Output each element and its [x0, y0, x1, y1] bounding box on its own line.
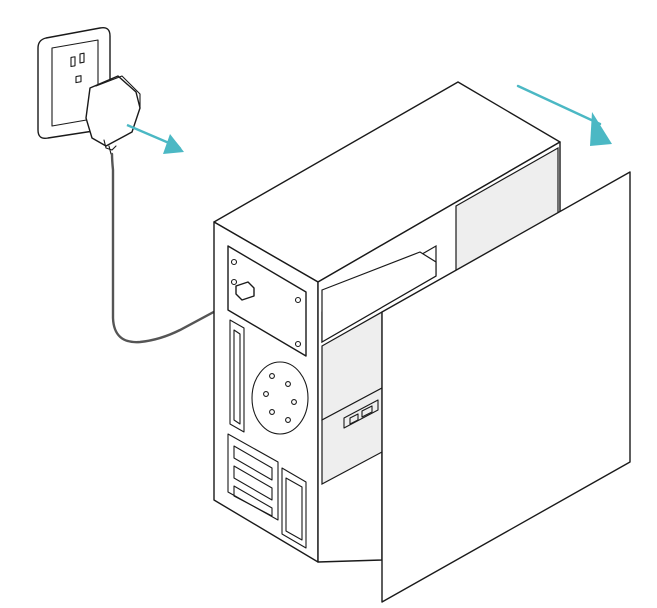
- power-cable: [110, 152, 238, 344]
- panel-remove-arrow: [516, 84, 602, 126]
- side-panel: [381, 171, 631, 603]
- fan-grill: [251, 361, 309, 435]
- io-panel: [227, 245, 307, 357]
- ethernet-port: [235, 281, 255, 301]
- arrow-icon: [590, 112, 612, 146]
- power-adapter-icon: [85, 75, 141, 155]
- arrow-icon: [163, 134, 184, 154]
